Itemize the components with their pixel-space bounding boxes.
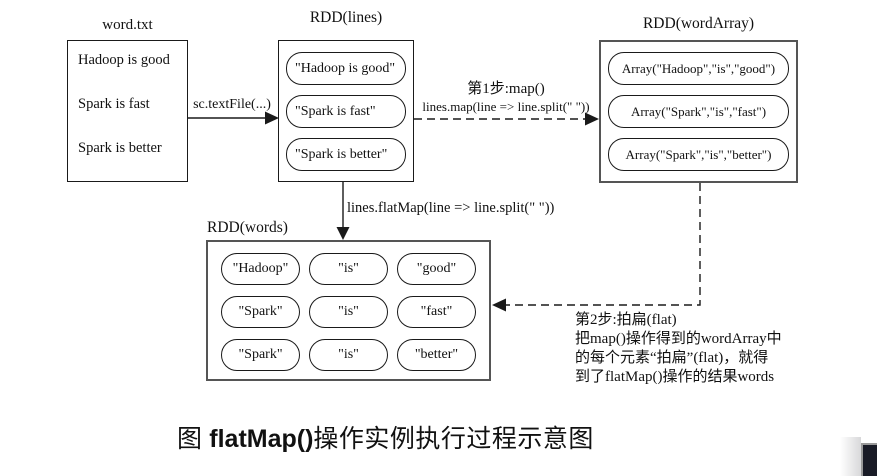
source-file-line: Spark is fast	[78, 96, 150, 112]
map-code-label: lines.map(line => line.split(" "))	[422, 99, 590, 114]
rdd-words-cell: "Spark"	[221, 296, 300, 328]
rdd-wordarray-item: Array("Spark","is","fast")	[608, 95, 789, 128]
annotation-line: 第2步:拍扁(flat)	[575, 312, 677, 328]
rdd-words-title: RDD(words)	[207, 219, 288, 236]
rdd-words-cell: "is"	[309, 296, 388, 328]
caption-suffix: 操作实例执行过程示意图	[313, 426, 594, 453]
rdd-lines-box: "Hadoop is good" "Spark is fast" "Spark …	[278, 40, 414, 182]
source-file-line: Hadoop is good	[78, 52, 170, 68]
rdd-words-cell: "good"	[397, 253, 476, 285]
rdd-words-cell: "Hadoop"	[221, 253, 300, 285]
rdd-words-cell: "Spark"	[221, 339, 300, 371]
source-file-line: Spark is better	[78, 140, 162, 156]
flat-step-annotation: 第2步:拍扁(flat) 把map()操作得到的wordArray中 的每个元素…	[575, 311, 865, 387]
rdd-words-cell: "is"	[309, 339, 388, 371]
rdd-wordarray-item: Array("Hadoop","is","good")	[608, 52, 789, 85]
textfile-arrow-label: sc.textFile(...)	[193, 97, 271, 112]
rdd-lines-item: "Spark is better"	[286, 138, 406, 171]
map-step-label: 第1步:map()	[467, 81, 545, 97]
rdd-words-cell: "is"	[309, 253, 388, 285]
map-arrow-labels: 第1步:map() lines.map(line => line.split("…	[408, 77, 604, 115]
rdd-lines-title: RDD(lines)	[309, 9, 383, 26]
background-window-corner	[861, 443, 877, 476]
rdd-lines-item: "Spark is fast"	[286, 95, 406, 128]
rdd-words-cell: "fast"	[397, 296, 476, 328]
rdd-wordarray-item: Array("Spark","is","better")	[608, 138, 789, 171]
flatmap-arrow-label: lines.flatMap(line => line.split(" "))	[347, 200, 555, 216]
corner-shadow	[840, 437, 861, 476]
rdd-wordarray-title: RDD(wordArray)	[642, 15, 755, 32]
annotation-line: 的每个元素“拍扁”(flat)，就得	[575, 350, 769, 366]
source-file-title: word.txt	[102, 17, 153, 33]
figure-caption: 图 flatMap()操作实例执行过程示意图	[177, 419, 594, 455]
rdd-lines-item: "Hadoop is good"	[286, 52, 406, 85]
caption-code: flatMap()	[209, 425, 314, 453]
rdd-words-box: "Hadoop" "is" "good" "Spark" "is" "fast"…	[206, 240, 491, 381]
annotation-line: 把map()操作得到的wordArray中	[575, 331, 782, 347]
rdd-wordarray-box: Array("Hadoop","is","good") Array("Spark…	[599, 40, 798, 183]
caption-prefix: 图	[177, 426, 210, 453]
rdd-words-cell: "better"	[397, 339, 476, 371]
annotation-line: 到了flatMap()操作的结果words	[575, 369, 775, 385]
source-file-box: Hadoop is good Spark is fast Spark is be…	[67, 40, 188, 182]
